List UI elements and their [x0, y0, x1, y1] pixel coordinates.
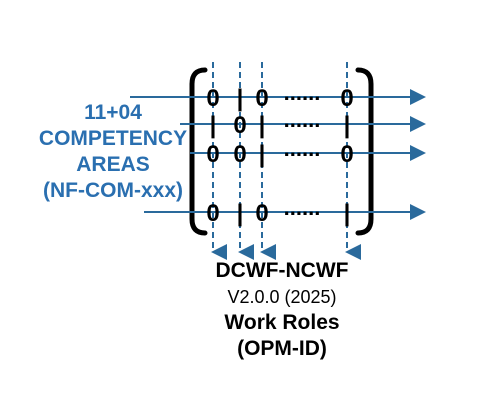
cell-r3-c4: 0 — [340, 141, 353, 168]
cell-r4-c2: | — [237, 200, 244, 227]
work-roles-label: DCWF-NCWF V2.0.0 (2025) Work Roles (OPM-… — [182, 258, 382, 362]
cell-r3-c1: 0 — [206, 141, 219, 168]
work-roles-line-1: DCWF-NCWF — [215, 259, 349, 282]
cell-r2-c2: 0 — [233, 112, 246, 139]
cell-r4-c3: 0 — [255, 200, 268, 227]
ellipsis-r3: ...... — [284, 136, 321, 161]
ellipsis-r4: ...... — [284, 195, 321, 220]
competency-line-2: COMPETENCY — [38, 127, 188, 150]
work-roles-line-4: (OPM-ID) — [237, 337, 327, 360]
ellipsis-r1: ...... — [284, 80, 321, 105]
cell-r1-c2: | — [237, 85, 244, 112]
work-roles-line-2: V2.0.0 (2025) — [227, 287, 337, 307]
cell-r3-c2: 0 — [233, 141, 246, 168]
competency-line-1: 11+04 — [84, 101, 142, 124]
cell-r1-c3: 0 — [255, 85, 268, 112]
cell-r1-c1: 0 — [206, 85, 219, 112]
ellipsis-r2: ...... — [284, 107, 321, 132]
competency-line-4: (NF-COM-xxx) — [43, 179, 183, 202]
cell-r3-c3: | — [259, 141, 266, 168]
cell-r4-c4: | — [344, 200, 351, 227]
left-bracket — [189, 67, 208, 236]
competency-line-3: AREAS — [76, 153, 150, 176]
right-bracket — [355, 67, 374, 236]
work-roles-line-3: Work Roles — [224, 311, 340, 334]
cell-r2-c4: | — [344, 112, 351, 139]
competency-areas-label: 11+04 COMPETENCY AREAS (NF-COM-xxx) — [18, 100, 208, 204]
cell-r2-c3: | — [259, 112, 266, 139]
cell-r2-c1: | — [210, 112, 217, 139]
cell-r1-c4: 0 — [340, 85, 353, 112]
cell-r4-c1: 0 — [206, 200, 219, 227]
